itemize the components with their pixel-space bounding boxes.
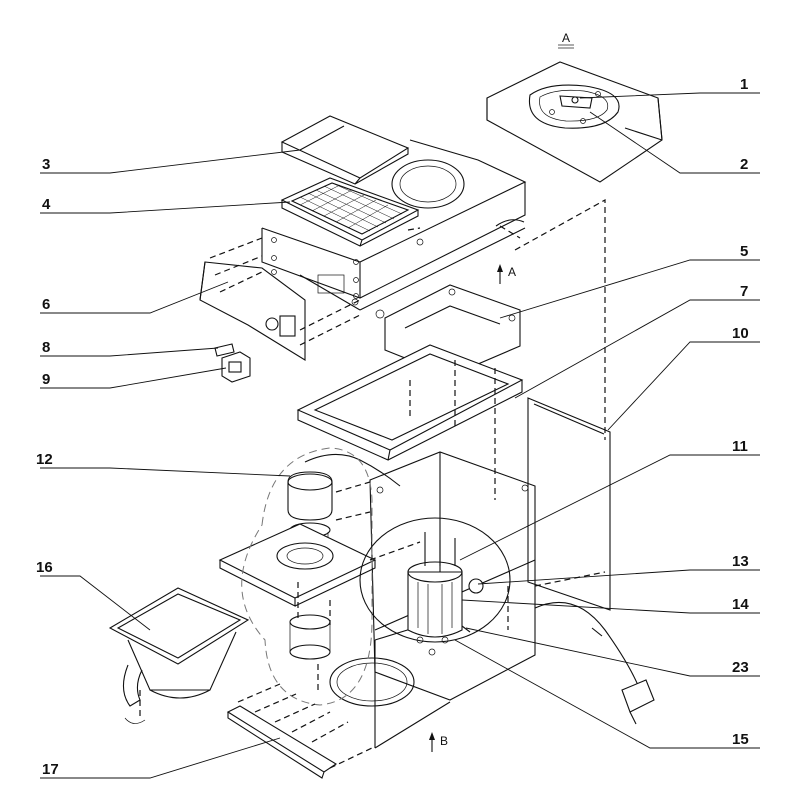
drip-tray — [296, 344, 524, 461]
boiler-assembly — [359, 517, 511, 643]
mid-bracket — [218, 523, 377, 660]
callout-13: 13 — [732, 553, 749, 570]
rocker-switch — [214, 343, 251, 383]
front-strip — [226, 705, 338, 779]
callout-2: 2 — [740, 156, 748, 173]
callout-10: 10 — [732, 325, 749, 342]
callout-labels: 1 2 3 4 5 6 7 8 9 10 11 12 13 14 23 15 1… — [36, 76, 749, 778]
assembly-lines — [139, 198, 606, 769]
callout-5: 5 — [740, 243, 748, 260]
view-arrow-b: B — [429, 732, 448, 752]
spray-grid — [280, 177, 420, 247]
detail-view-a: A — [486, 31, 663, 183]
tank-group-outline — [241, 447, 373, 706]
callout-7: 7 — [740, 283, 748, 300]
side-panel — [527, 397, 611, 611]
callout-1: 1 — [740, 76, 748, 93]
top-lid — [280, 115, 410, 185]
callout-12: 12 — [36, 451, 53, 468]
callout-3: 3 — [42, 156, 50, 173]
callout-6: 6 — [42, 296, 50, 313]
filter-funnel — [108, 587, 250, 724]
callout-23: 23 — [732, 659, 749, 676]
view-arrow-a-label: A — [508, 265, 516, 279]
callout-leaders — [40, 92, 760, 779]
upper-housing — [261, 139, 527, 319]
power-cord — [534, 601, 655, 725]
view-arrow-b-label: B — [440, 734, 448, 748]
callout-15: 15 — [732, 731, 749, 748]
callout-16: 16 — [36, 559, 53, 576]
view-arrow-a: A — [497, 264, 516, 284]
front-panel — [199, 261, 306, 361]
callout-17: 17 — [42, 761, 59, 778]
view-a-title: A — [562, 31, 570, 45]
callout-14: 14 — [732, 596, 749, 613]
callout-4: 4 — [42, 196, 51, 213]
callout-9: 9 — [42, 371, 50, 388]
callout-8: 8 — [42, 339, 50, 356]
callout-11: 11 — [732, 438, 748, 455]
spray-grid-holes — [299, 182, 403, 232]
